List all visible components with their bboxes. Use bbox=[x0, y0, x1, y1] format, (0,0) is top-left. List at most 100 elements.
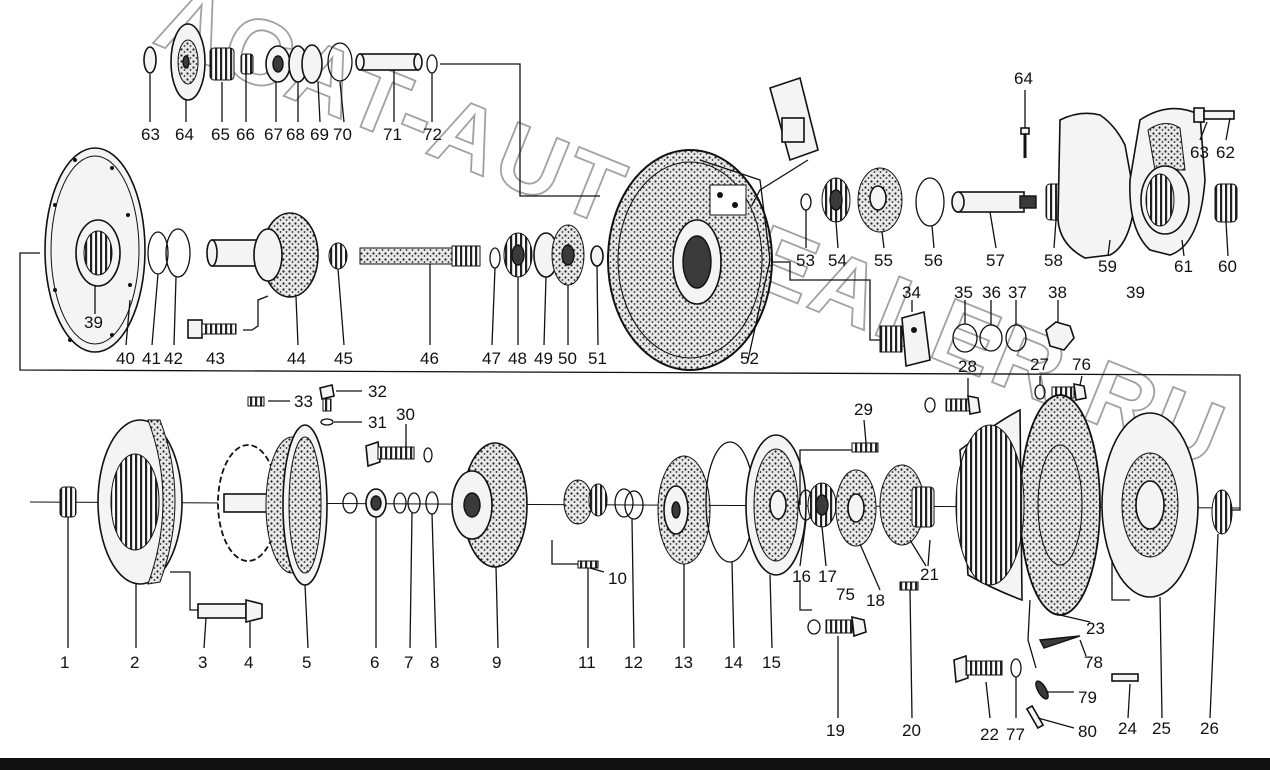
callout-59: 59 bbox=[1098, 257, 1117, 276]
callout-27: 27 bbox=[1030, 355, 1049, 374]
callout-52: 52 bbox=[740, 349, 759, 368]
callout-3: 3 bbox=[198, 653, 207, 672]
part-6-bushing bbox=[365, 488, 387, 518]
part-62-63-bolt bbox=[1193, 107, 1235, 123]
callout-69: 67 bbox=[264, 125, 283, 144]
part-59-gasket bbox=[1057, 112, 1136, 259]
part-31-washer bbox=[320, 418, 334, 426]
callout-43: 43 bbox=[206, 349, 225, 368]
callout-45: 45 bbox=[334, 349, 353, 368]
callout-42: 42 bbox=[164, 349, 183, 368]
callout-20: 20 bbox=[902, 721, 921, 740]
part-69-bearing bbox=[265, 45, 291, 83]
callout-61: 61 bbox=[1174, 257, 1193, 276]
callout-37: 37 bbox=[1008, 283, 1027, 302]
callout-26: 26 bbox=[1200, 719, 1219, 738]
callout-24: 24 bbox=[1118, 719, 1137, 738]
callout-51: 51 bbox=[588, 349, 607, 368]
callout-13: 13 bbox=[674, 653, 693, 672]
callout-35: 35 bbox=[954, 283, 973, 302]
part-50-gear bbox=[551, 224, 585, 286]
part-43-bolt bbox=[187, 295, 269, 339]
part-48-bearing bbox=[503, 232, 533, 278]
callout-48: 48 bbox=[508, 349, 527, 368]
part-46-shaft bbox=[359, 245, 481, 267]
callout-2: 2 bbox=[130, 653, 139, 672]
part-30-washer bbox=[423, 447, 433, 463]
callout-28: 28 bbox=[958, 357, 977, 376]
part-32-bolt bbox=[319, 384, 335, 400]
part-45-spacer bbox=[328, 242, 348, 270]
part-55-gear bbox=[857, 167, 903, 233]
callout-16: 16 bbox=[792, 567, 811, 586]
callout-49: 49 bbox=[534, 349, 553, 368]
leader-23 bbox=[1027, 599, 1037, 669]
callout-56: 56 bbox=[924, 251, 943, 270]
callout-80: 80 bbox=[1078, 722, 1097, 741]
callout-labels: 63 64 65 66 67 68 69 70 71 72 39 40 41 4… bbox=[60, 69, 1237, 744]
part-38-nut bbox=[1045, 321, 1075, 351]
part-75-gear bbox=[835, 469, 877, 547]
callout-8: 8 bbox=[430, 653, 439, 672]
callout-29: 29 bbox=[854, 400, 873, 419]
callout-47: 47 bbox=[482, 349, 501, 368]
bottom-border-bar bbox=[0, 758, 1270, 770]
part-61-cover bbox=[1129, 107, 1206, 256]
leader-29 bbox=[799, 449, 852, 505]
callout-17: 17 bbox=[818, 567, 837, 586]
part-44-gear-shaft bbox=[206, 212, 319, 298]
callout-72: 70 bbox=[333, 125, 352, 144]
callout-19: 19 bbox=[826, 721, 845, 740]
part-20-pin bbox=[899, 581, 919, 591]
callout-9: 9 bbox=[492, 653, 501, 672]
callout-58: 58 bbox=[1044, 251, 1063, 270]
callout-67: 65 bbox=[211, 125, 230, 144]
callout-10: 10 bbox=[608, 569, 627, 588]
part-22-bolt bbox=[953, 654, 1003, 684]
callout-32: 32 bbox=[368, 382, 387, 401]
callout-36: 36 bbox=[982, 283, 1001, 302]
part-7-ring-b bbox=[407, 492, 421, 514]
part-10-pin bbox=[577, 560, 599, 569]
part-67-bearing bbox=[209, 47, 235, 81]
part-28-head bbox=[967, 395, 981, 415]
callout-18: 18 bbox=[866, 591, 885, 610]
callout-63: 63 bbox=[1190, 143, 1209, 162]
callout-78: 78 bbox=[1084, 653, 1103, 672]
sensor-bracket bbox=[751, 76, 819, 206]
callout-11: 11 bbox=[578, 653, 596, 672]
part-47-ring bbox=[489, 247, 501, 269]
callout-77: 77 bbox=[1006, 725, 1025, 744]
part-64-bolt bbox=[1020, 127, 1030, 158]
leader-52-34 bbox=[772, 261, 880, 341]
part-13-sun-gear bbox=[657, 455, 711, 565]
part-57-pinion-shaft bbox=[951, 191, 1037, 213]
callout-1: 1 bbox=[60, 653, 69, 672]
part-65-ring bbox=[143, 46, 157, 74]
callout-23: 23 bbox=[1086, 619, 1105, 638]
part-28-washer bbox=[924, 397, 936, 413]
bottom-parts bbox=[29, 382, 1241, 730]
part-77-washer bbox=[1010, 658, 1022, 678]
part-11-gear bbox=[551, 479, 608, 565]
part-15-brake-disc bbox=[745, 434, 807, 576]
part-71-race bbox=[301, 44, 323, 84]
callout-6: 6 bbox=[370, 653, 379, 672]
part-12-ring-b bbox=[624, 490, 644, 520]
callout-65: 63 bbox=[141, 125, 160, 144]
callout-21: 21 bbox=[920, 565, 939, 584]
part-53-ring bbox=[800, 193, 812, 211]
callout-73: 71 bbox=[383, 125, 402, 144]
callout-5: 5 bbox=[302, 653, 311, 672]
part-8-ring bbox=[425, 491, 439, 515]
part-56-ring bbox=[915, 177, 945, 227]
callout-71: 69 bbox=[310, 125, 329, 144]
part-6-ring bbox=[342, 492, 358, 514]
part-34-flange bbox=[879, 310, 931, 368]
callout-22: 22 bbox=[980, 725, 999, 744]
part-73-shaft bbox=[355, 53, 423, 71]
part-24-bolt bbox=[1111, 673, 1139, 682]
part-33-pin bbox=[247, 396, 265, 407]
callout-62: 62 bbox=[1216, 143, 1235, 162]
